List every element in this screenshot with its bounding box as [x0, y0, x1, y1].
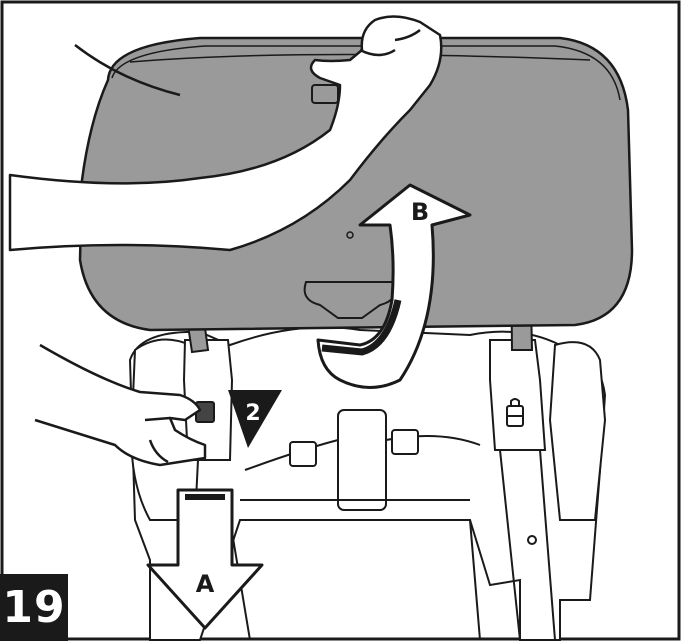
- headrest: [78, 36, 634, 332]
- step-marker-2: 2: [228, 390, 282, 448]
- arrow-b-label: B: [411, 198, 429, 226]
- hand-pulling-icon: [34, 343, 207, 467]
- down-arrow-icon: A: [146, 488, 264, 630]
- rotate-arrow-icon: B: [316, 183, 472, 389]
- hand-pressing-icon: [8, 15, 443, 252]
- arrow-a-label: A: [196, 570, 215, 598]
- lock-icon: [506, 398, 524, 427]
- marker-2-label: 2: [245, 401, 260, 426]
- step-number-badge: 19: [0, 574, 68, 641]
